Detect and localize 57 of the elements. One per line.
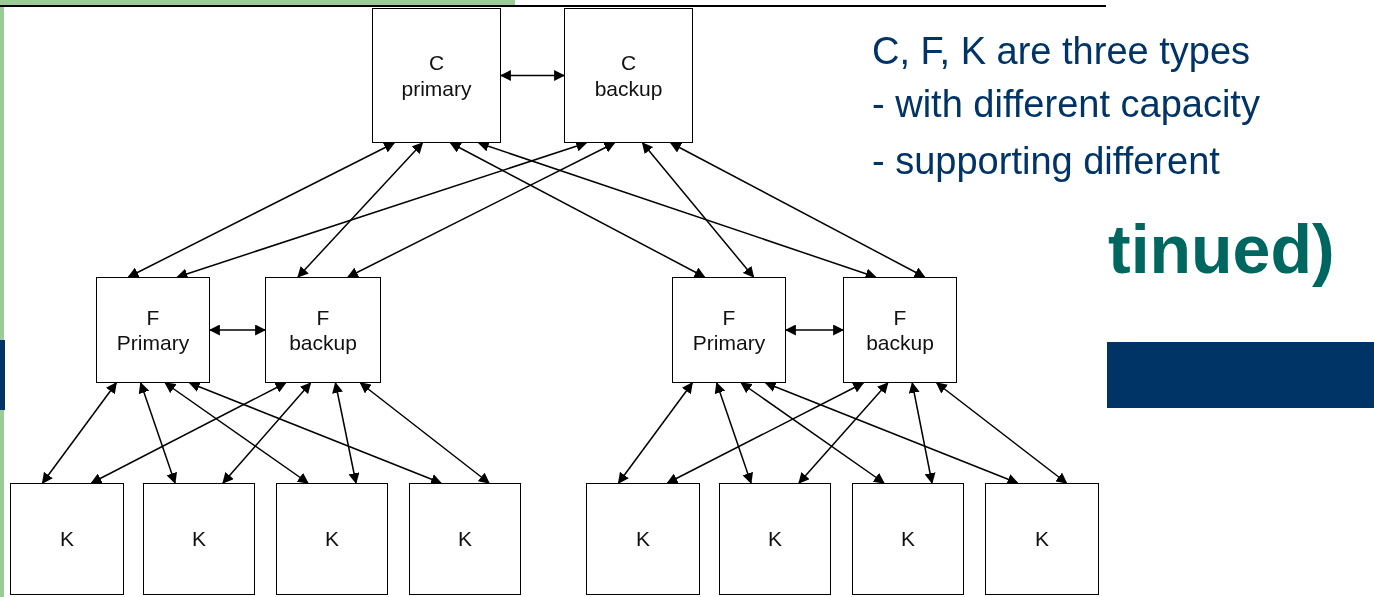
arrow	[798, 382, 889, 484]
arrow	[641, 142, 755, 278]
arrow	[784, 324, 845, 336]
arrow	[617, 382, 693, 484]
arrow	[764, 381, 1019, 485]
arrow	[740, 382, 885, 484]
arrow	[332, 381, 360, 485]
node-label: K	[458, 526, 472, 552]
node-label: K	[636, 526, 650, 552]
process-box	[852, 483, 964, 595]
arrow	[359, 382, 490, 484]
process-box	[10, 483, 124, 595]
process-box	[564, 8, 693, 143]
process-box	[843, 277, 957, 383]
arrow	[164, 382, 309, 484]
node-label: F backup	[866, 304, 934, 356]
bullet-text: - with different capacity	[872, 83, 1260, 126]
bullet-text: - supporting different	[872, 140, 1220, 183]
process-box	[586, 483, 700, 595]
process-box	[276, 483, 388, 595]
arrow	[449, 142, 706, 278]
arrow	[41, 382, 117, 484]
node-label: K	[192, 526, 206, 552]
arrow	[297, 142, 424, 278]
arrow	[138, 381, 177, 485]
process-box	[985, 483, 1099, 595]
process-box	[143, 483, 255, 595]
process-box	[265, 277, 381, 383]
arrow	[669, 142, 926, 278]
arrow	[714, 381, 753, 485]
node-label: K	[901, 526, 915, 552]
node-label: F backup	[289, 304, 357, 356]
node-label: C backup	[594, 50, 663, 101]
slide-title: tinued)	[1108, 210, 1335, 288]
arrow	[347, 142, 616, 278]
arrow	[222, 382, 312, 484]
node-label: F Primary	[692, 304, 766, 356]
process-box	[672, 277, 786, 383]
arrow	[127, 142, 396, 278]
arrow	[90, 382, 287, 484]
node-label: K	[325, 526, 339, 552]
arrow	[188, 381, 442, 485]
node-label: F Primary	[116, 304, 190, 356]
node-label: K	[768, 526, 782, 552]
node-label: K	[60, 526, 74, 552]
process-box	[372, 8, 501, 143]
process-box	[719, 483, 831, 595]
arrow	[666, 382, 865, 484]
node-label: K	[1035, 526, 1049, 552]
bullet-text: C, F, K are three types	[872, 30, 1251, 73]
arrow	[935, 382, 1068, 484]
process-box	[409, 483, 521, 595]
arrow	[208, 324, 267, 336]
process-box	[96, 277, 210, 383]
node-label: C primary	[401, 50, 472, 101]
arrow	[499, 70, 566, 81]
arrow	[908, 381, 936, 485]
